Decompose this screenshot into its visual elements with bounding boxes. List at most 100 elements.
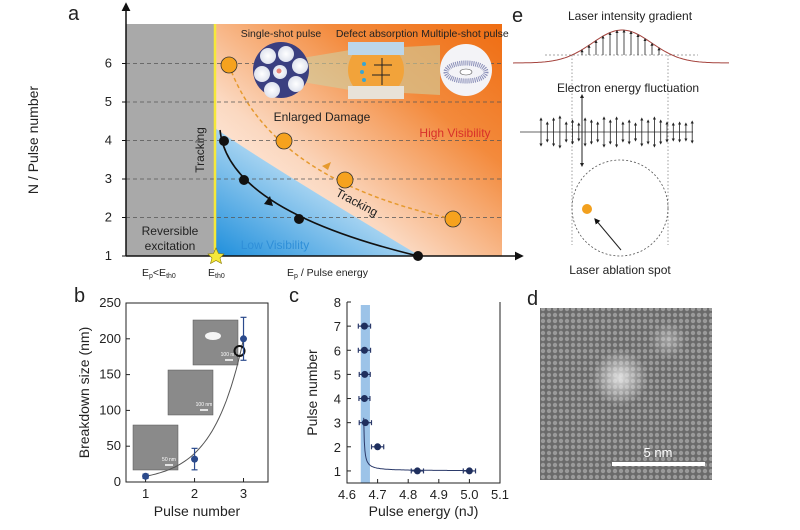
y-tick-label: 7 bbox=[334, 319, 341, 334]
inset-scale-label: 100 nm bbox=[196, 402, 213, 408]
x-tick-label: 3 bbox=[240, 486, 247, 501]
inset-label-single-shot: Single-shot pulse bbox=[241, 28, 322, 40]
ablation-spot bbox=[582, 204, 592, 214]
data-point bbox=[413, 467, 421, 475]
x-tick-label: 5.0 bbox=[460, 487, 478, 502]
reversible-label-1: Reversible bbox=[142, 224, 199, 238]
y-tick-label: 1 bbox=[334, 464, 341, 479]
inset-defect-absorption bbox=[348, 42, 404, 99]
y-tick-label: 150 bbox=[99, 367, 121, 382]
data-point bbox=[361, 419, 369, 427]
data-point bbox=[191, 455, 199, 463]
orange-tracking-curve bbox=[228, 64, 454, 220]
y-tick-label: 250 bbox=[99, 295, 121, 310]
y-tick-label: 5 bbox=[334, 367, 341, 382]
panel-a: a 1 2 3 4 5 6 N / Pulse number Ep<Eth0 Eth0 E… bbox=[25, 2, 524, 280]
y-tick-label: 2 bbox=[105, 210, 112, 225]
enlarged-damage-label: Enlarged Damage bbox=[274, 110, 371, 124]
y-tick-label: 6 bbox=[334, 343, 341, 358]
panel-label-a: a bbox=[68, 3, 80, 25]
panel-e: e Laser intensity gradient Electron ener… bbox=[512, 5, 729, 277]
fluctuation-arrows bbox=[539, 94, 694, 167]
inset-label-defect: Defect absorption bbox=[336, 28, 418, 40]
data-point bbox=[360, 346, 368, 354]
y-tick-label: 200 bbox=[99, 331, 121, 346]
x-tick-label: 2 bbox=[191, 486, 198, 501]
data-point bbox=[360, 395, 368, 403]
plot-frame bbox=[125, 302, 269, 483]
y-tick-label: 1 bbox=[105, 248, 112, 263]
y-ticks: 1 2 3 4 5 6 bbox=[105, 56, 126, 263]
y-tick-label: 50 bbox=[107, 438, 121, 453]
data-point bbox=[465, 467, 473, 475]
orange-points bbox=[220, 56, 462, 228]
x-tick-label: 4.8 bbox=[399, 487, 417, 502]
open-marker bbox=[233, 344, 246, 357]
panel-label-d: d bbox=[527, 288, 538, 310]
inset-single-shot bbox=[253, 42, 309, 98]
laser-spot-outline bbox=[571, 159, 669, 257]
low-visibility-region bbox=[215, 128, 420, 256]
damage-region bbox=[592, 350, 648, 406]
sem-inset-image bbox=[192, 319, 239, 366]
low-visibility-label: Low Visibility bbox=[241, 238, 309, 252]
black-tracking-curve bbox=[219, 129, 419, 257]
data-point bbox=[361, 370, 369, 378]
y-tick-label: 4 bbox=[105, 133, 112, 148]
sem-inset-image bbox=[167, 369, 214, 416]
ablation-spot-label: Laser ablation spot bbox=[569, 263, 671, 277]
panel-d: d 5 nm bbox=[527, 288, 712, 480]
x-axis-label: Pulse energy (nJ) bbox=[369, 503, 479, 519]
y-axis-label: Pulse number bbox=[304, 349, 320, 436]
panel-label-c: c bbox=[289, 285, 299, 307]
x-tick-label: 5.1 bbox=[491, 487, 509, 502]
black-arrow-icon bbox=[264, 196, 273, 206]
x-tick-label: 4.7 bbox=[369, 487, 387, 502]
inset-scale-label: 50 nm bbox=[162, 457, 176, 463]
inset-scale-label: 100 nm bbox=[221, 352, 238, 358]
x-label-threshold: Eth0 bbox=[208, 267, 225, 280]
breakdown-hole bbox=[205, 332, 221, 340]
data-point bbox=[240, 335, 248, 343]
panel-label-e: e bbox=[512, 5, 523, 27]
reversible-label-2: excitation bbox=[145, 239, 196, 253]
threshold-star-icon bbox=[207, 247, 225, 265]
panel-c: c 1 2 3 4 5 6 7 8 4.6 4.7 4.8 4.9 5.0 5.1 Pulse number… bbox=[289, 285, 509, 519]
data-point bbox=[374, 443, 382, 451]
y-axis-label: Breakdown size (nm) bbox=[76, 327, 92, 459]
y-tick-label: 0 bbox=[114, 474, 121, 489]
y-tick-label: 3 bbox=[334, 416, 341, 431]
intensity-arrows bbox=[580, 29, 661, 55]
y-tick-label: 6 bbox=[105, 56, 112, 71]
orange-arrow-icon bbox=[322, 162, 331, 170]
y-tick-label: 5 bbox=[105, 94, 112, 109]
energy-fluctuation-label: Electron energy fluctuation bbox=[557, 81, 699, 95]
data-point bbox=[142, 472, 150, 480]
x-tick-label: 4.9 bbox=[430, 487, 448, 502]
intensity-gradient-label: Laser intensity gradient bbox=[568, 9, 693, 23]
x-tick-label: 4.6 bbox=[338, 487, 356, 502]
threshold-band bbox=[360, 305, 370, 483]
sem-inset-image bbox=[132, 424, 179, 471]
x-axis-label: Pulse number bbox=[154, 503, 241, 519]
inset-label-multiple-shot: Multiple-shot pulse bbox=[421, 28, 509, 40]
ablation-arrow-icon bbox=[594, 218, 622, 251]
inset-multiple-shot bbox=[440, 44, 492, 96]
panel-label-b: b bbox=[74, 285, 85, 307]
y-tick-label: 2 bbox=[334, 440, 341, 455]
y-axis-label: N / Pulse number bbox=[25, 86, 41, 194]
y-tick-label: 8 bbox=[334, 295, 341, 310]
x-axis-label: Ep / Pulse energy bbox=[287, 267, 369, 280]
gaussian-curve bbox=[512, 29, 729, 64]
x-label-below-threshold: Ep<Eth0 bbox=[142, 267, 176, 280]
high-visibility-label: High Visibility bbox=[419, 126, 490, 140]
y-tick-label: 3 bbox=[105, 171, 112, 186]
black-points bbox=[219, 136, 423, 261]
tracking-vertical-label: Tracking bbox=[193, 127, 207, 173]
y-tick-label: 100 bbox=[99, 402, 121, 417]
data-point bbox=[360, 322, 368, 330]
scale-bar-label: 5 nm bbox=[644, 445, 673, 460]
y-tick-label: 4 bbox=[334, 392, 341, 407]
